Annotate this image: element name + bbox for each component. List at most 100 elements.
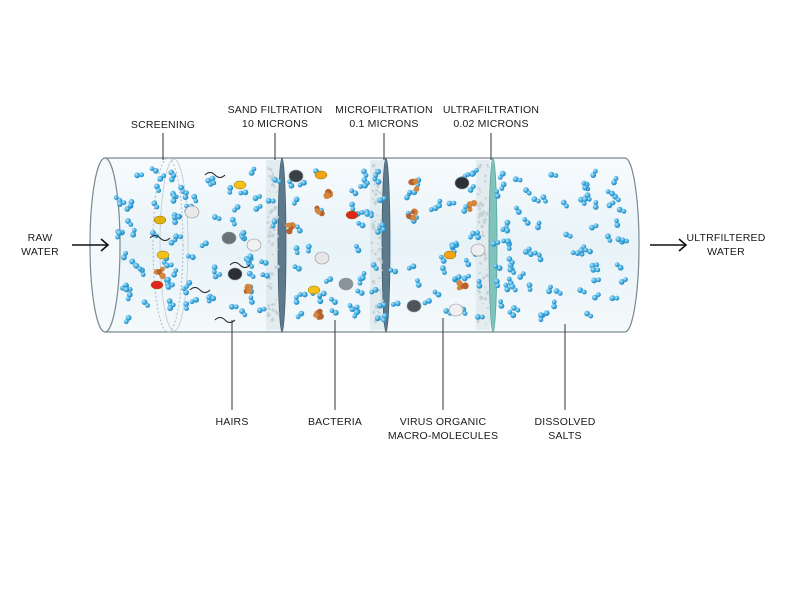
- filter-grain: [484, 215, 487, 217]
- water-molecule-icon: [449, 240, 459, 250]
- water-molecule-icon: [553, 288, 563, 296]
- filter-grain: [377, 242, 380, 245]
- filter-grain: [266, 284, 270, 288]
- water-molecule-icon: [523, 187, 532, 196]
- filter-grain: [478, 290, 482, 294]
- water-molecule-icon: [154, 183, 162, 193]
- filter-grain: [482, 218, 486, 222]
- filter-grain: [274, 266, 277, 269]
- water-molecule-icon: [377, 302, 387, 309]
- water-molecule-icon: [614, 218, 621, 229]
- filter-grain: [270, 272, 274, 276]
- ultrafiltration-label: ULTRAFILTRATION: [443, 104, 539, 116]
- hair-particle-icon: [149, 235, 171, 241]
- water-molecule-icon: [591, 277, 601, 284]
- water-molecule-icon: [494, 189, 501, 199]
- sediment-particle-icon: [454, 176, 470, 190]
- microfiltration-size: 0.1 MICRONS: [349, 118, 418, 130]
- filter-grain: [373, 252, 377, 256]
- water-molecule-icon: [369, 286, 379, 295]
- filter-grain: [276, 215, 279, 219]
- water-molecule-icon: [329, 308, 339, 316]
- bacteria-cluster-icon: [323, 188, 333, 200]
- water-molecule-icon: [497, 170, 506, 180]
- water-molecule-icon: [125, 218, 134, 227]
- outlet-arrow-icon: [650, 238, 688, 252]
- water-molecule-icon: [252, 194, 262, 202]
- water-molecule-icon: [183, 301, 190, 311]
- water-molecule-icon: [432, 289, 442, 298]
- water-molecule-icon: [463, 257, 472, 268]
- filter-grain: [371, 279, 376, 284]
- filter-grain: [267, 307, 271, 311]
- water-molecule-icon: [248, 166, 257, 176]
- water-molecule-icon: [293, 295, 300, 305]
- water-molecule-icon: [123, 314, 132, 325]
- water-molecule-icon: [373, 168, 381, 178]
- sediment-particle-icon: [227, 267, 243, 281]
- virus-label-line1: VIRUS ORGANIC: [400, 416, 487, 428]
- filter-grain: [267, 234, 272, 239]
- filter-grain: [379, 234, 382, 237]
- filter-grain: [481, 234, 485, 237]
- filter-grain: [380, 246, 383, 249]
- filter-grain: [484, 286, 486, 289]
- filter-grain: [269, 168, 273, 172]
- water-molecule-icon: [125, 291, 133, 302]
- water-molecule-icon: [498, 299, 505, 309]
- water-molecule-icon: [191, 193, 199, 204]
- water-molecule-icon: [461, 273, 471, 282]
- water-molecule-icon: [164, 262, 174, 269]
- water-molecule-icon: [292, 264, 302, 272]
- water-molecule-icon: [186, 253, 196, 261]
- sediment-particle-icon: [338, 277, 354, 291]
- water-molecule-icon: [211, 264, 218, 275]
- filter-grain: [275, 298, 278, 301]
- pill-particle-icon: [443, 250, 457, 260]
- filter-grain: [477, 204, 481, 208]
- filter-grain: [484, 180, 487, 183]
- filter-grain: [377, 250, 379, 253]
- water-molecule-icon: [205, 177, 214, 187]
- filter-grain: [481, 302, 484, 305]
- filter-grain: [372, 310, 376, 314]
- water-molecule-icon: [212, 272, 223, 280]
- water-molecule-icon: [170, 193, 177, 204]
- filter-grain: [269, 282, 272, 285]
- filter-grain: [267, 215, 270, 218]
- water-molecule-icon: [512, 176, 523, 183]
- water-molecule-icon: [297, 291, 308, 298]
- water-molecule-icon: [260, 272, 270, 279]
- sand-filter-membrane: [277, 157, 287, 333]
- filter-grain: [268, 285, 273, 290]
- filter-grain: [478, 207, 482, 211]
- water-molecule-icon: [577, 287, 587, 295]
- filter-grain: [376, 184, 380, 188]
- sediment-particle-icon: [470, 243, 486, 257]
- filter-grain: [377, 223, 380, 226]
- water-molecule-icon: [506, 256, 515, 265]
- water-molecule-icon: [199, 240, 209, 249]
- water-molecule-icon: [583, 247, 593, 255]
- filter-grain: [267, 174, 270, 177]
- pill-particle-icon: [314, 170, 328, 180]
- filter-grain: [271, 234, 274, 237]
- water-molecule-icon: [355, 288, 365, 296]
- filter-grain: [380, 261, 383, 264]
- water-molecule-icon: [116, 200, 127, 208]
- particles: [113, 163, 629, 325]
- filter-grain: [268, 226, 272, 230]
- water-molecule-icon: [590, 168, 598, 179]
- bacteria-cluster-icon: [406, 208, 419, 221]
- flow-arrows: [72, 238, 688, 252]
- water-molecule-icon: [615, 236, 626, 243]
- filter-grain: [267, 167, 271, 170]
- sediment-particle-icon: [406, 299, 422, 313]
- water-molecule-icon: [165, 282, 175, 290]
- filter-grain: [485, 290, 490, 295]
- water-molecule-icon: [124, 203, 133, 212]
- water-molecule-icon: [349, 188, 359, 197]
- filter-grain: [476, 320, 480, 323]
- water-molecule-icon: [514, 205, 522, 215]
- water-molecule-icon: [352, 309, 360, 319]
